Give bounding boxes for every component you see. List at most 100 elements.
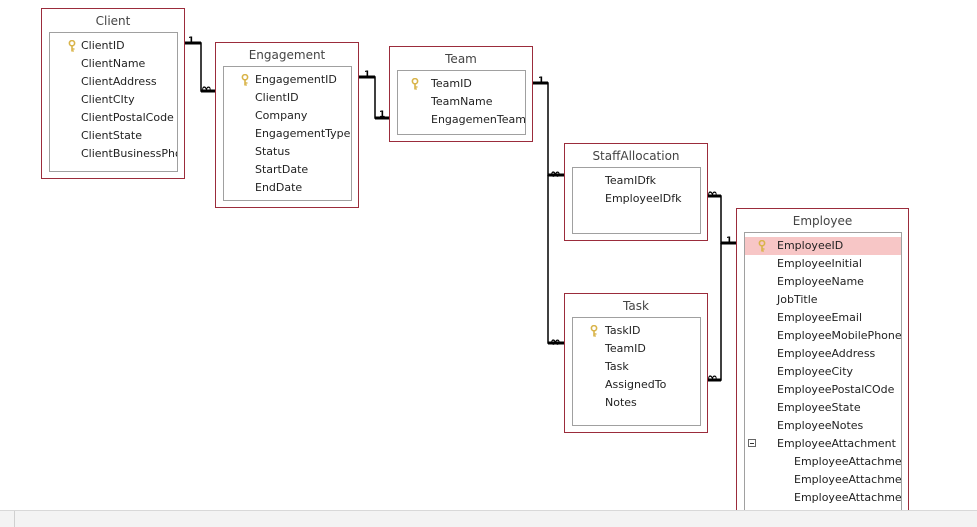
- primary-key-icon: [241, 74, 249, 86]
- field-name: TaskID: [605, 324, 641, 337]
- field-name: EmployeeAddress: [777, 347, 876, 360]
- cardinality-many-label: ∞: [707, 187, 718, 202]
- field-row[interactable]: ClientAddress: [50, 73, 177, 91]
- field-name: EngagemenTeam: [431, 113, 525, 126]
- cardinality-one-label: 1: [188, 36, 195, 46]
- relationship-line[interactable]: [708, 243, 722, 381]
- field-row[interactable]: ClientState: [50, 127, 177, 145]
- field-row[interactable]: EmployeeAddress: [745, 345, 901, 363]
- field-name: ClientPostalCode: [81, 111, 174, 124]
- field-row[interactable]: EmployeeState: [745, 399, 901, 417]
- collapse-icon[interactable]: [748, 439, 756, 447]
- field-name: ClientAddress: [81, 75, 157, 88]
- field-name: EmployeeCity: [777, 365, 854, 378]
- field-name: TeamName: [431, 95, 493, 108]
- cardinality-many-label: ∞: [550, 167, 561, 182]
- field-name: EmployeeIDfk: [605, 192, 682, 205]
- field-row[interactable]: AssignedTo: [573, 376, 700, 394]
- cardinality-one-label: 1: [379, 110, 386, 120]
- table-title[interactable]: Task: [623, 299, 649, 313]
- field-name: EmployeeAttachment: [794, 473, 901, 486]
- field-row[interactable]: EmployeeEmail: [745, 309, 901, 327]
- field-row[interactable]: EmployeeID: [745, 237, 901, 255]
- field-name: ClientBusinessPho: [81, 147, 177, 160]
- field-row[interactable]: EmployeeNotes: [745, 417, 901, 435]
- field-name: EmployeeEmail: [777, 311, 862, 324]
- field-row[interactable]: EngagementID: [224, 71, 351, 89]
- field-row[interactable]: EmployeeInitial: [745, 255, 901, 273]
- field-row[interactable]: EmployeeMobilePhone: [745, 327, 901, 345]
- field-row[interactable]: EmployeeAttachment: [745, 489, 901, 507]
- field-name: ClientCIty: [81, 93, 135, 106]
- field-row[interactable]: ClientPostalCode: [50, 109, 177, 127]
- field-row[interactable]: EngagementType: [224, 125, 351, 143]
- field-row[interactable]: EmployeeAttachment: [745, 435, 901, 453]
- field-name: EmployeePostalCOde: [777, 383, 895, 396]
- field-name: EmployeeAttachment: [794, 455, 901, 468]
- field-row[interactable]: EmployeeIDfk: [573, 190, 700, 208]
- cardinality-many-label: ∞: [201, 82, 212, 97]
- field-row[interactable]: StartDate: [224, 161, 351, 179]
- primary-key-icon: [68, 40, 76, 52]
- field-row[interactable]: TeamName: [398, 93, 525, 111]
- field-row[interactable]: TeamID: [398, 75, 525, 93]
- field-row[interactable]: ClientID: [224, 89, 351, 107]
- field-row[interactable]: TaskID: [573, 322, 700, 340]
- field-name: ClientName: [81, 57, 146, 70]
- cardinality-one-label: 1: [538, 76, 545, 86]
- field-row[interactable]: EndDate: [224, 179, 351, 197]
- field-row[interactable]: ClientBusinessPho: [50, 145, 177, 163]
- field-name: EmployeeName: [777, 275, 864, 288]
- status-bar-segment: [0, 511, 15, 527]
- field-row[interactable]: Task: [573, 358, 700, 376]
- field-row[interactable]: ClientName: [50, 55, 177, 73]
- status-bar: [0, 510, 977, 527]
- primary-key-icon: [590, 325, 598, 337]
- field-row[interactable]: TeamIDfk: [573, 172, 700, 190]
- table-title[interactable]: Engagement: [248, 48, 326, 62]
- relationship-line[interactable]: [547, 175, 564, 344]
- field-name: Notes: [605, 396, 637, 409]
- field-row[interactable]: EmployeePostalCOde: [745, 381, 901, 399]
- field-name: EngagementType: [255, 127, 351, 140]
- table-title[interactable]: Team: [445, 52, 477, 66]
- field-name: EndDate: [255, 181, 303, 194]
- field-row[interactable]: JobTitle: [745, 291, 901, 309]
- table-title[interactable]: Employee: [792, 214, 853, 228]
- primary-key-icon: [411, 78, 419, 90]
- table-title[interactable]: StaffAllocation: [592, 149, 680, 163]
- field-row[interactable]: Notes: [573, 394, 700, 412]
- field-name: EngagementID: [255, 73, 337, 86]
- field-row[interactable]: EmployeeAttachment: [745, 471, 901, 489]
- field-name: StartDate: [255, 163, 309, 176]
- field-name: TeamID: [431, 77, 472, 90]
- field-row[interactable]: EngagemenTeam: [398, 111, 525, 129]
- field-row[interactable]: EmployeeName: [745, 273, 901, 291]
- field-row[interactable]: Status: [224, 143, 351, 161]
- field-row[interactable]: ClientCIty: [50, 91, 177, 109]
- field-row[interactable]: TeamID: [573, 340, 700, 358]
- relationship-line[interactable]: [533, 82, 564, 176]
- field-row[interactable]: EmployeeCity: [745, 363, 901, 381]
- field-row[interactable]: ClientID: [50, 37, 177, 55]
- field-row[interactable]: Company: [224, 107, 351, 125]
- field-name: EmployeeID: [777, 239, 844, 252]
- table-title[interactable]: Client: [95, 14, 131, 28]
- field-name: TeamID: [605, 342, 646, 355]
- field-row[interactable]: EmployeeAttachment: [745, 453, 901, 471]
- field-name: TeamIDfk: [605, 174, 657, 187]
- primary-key-icon: [758, 240, 766, 252]
